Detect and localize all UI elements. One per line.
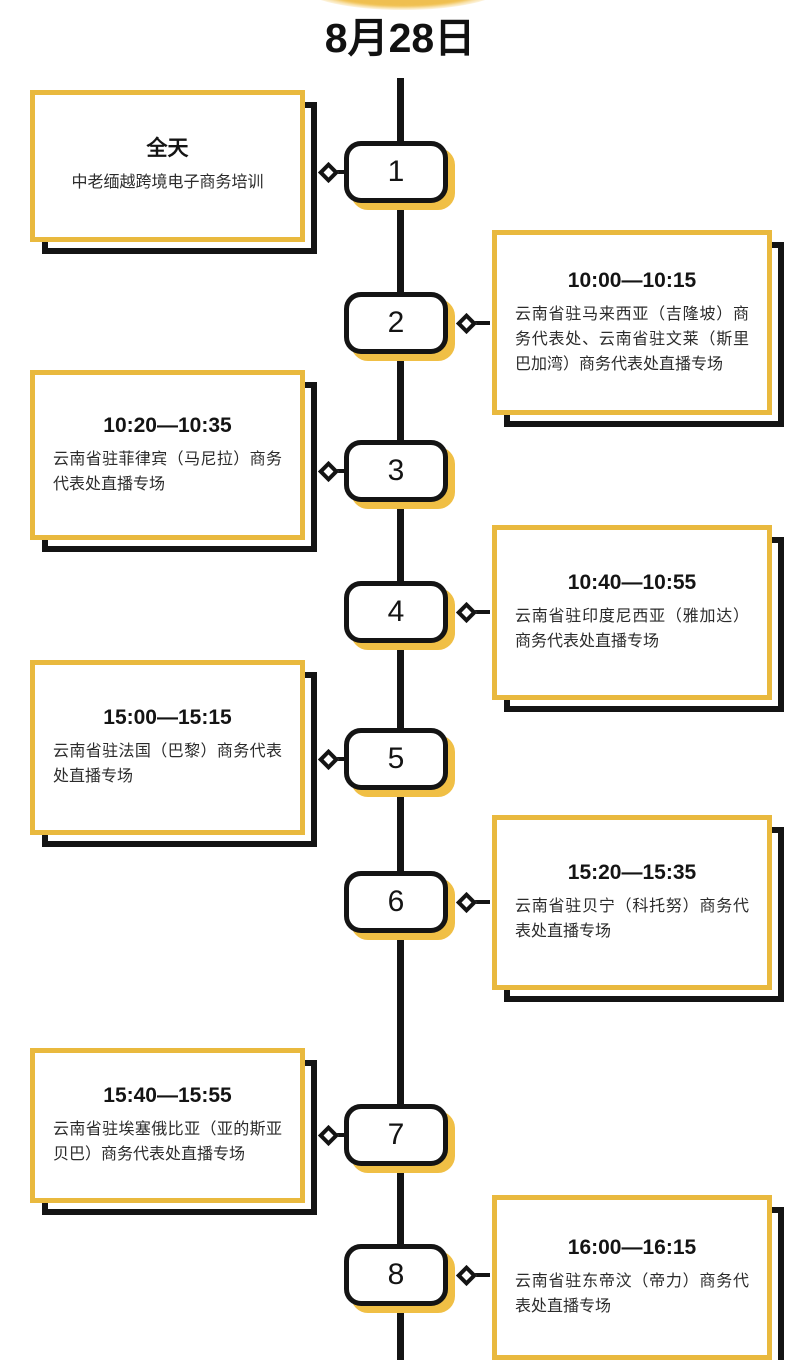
event-description: 云南省驻印度尼西亚（雅加达）商务代表处直播专场: [515, 608, 749, 651]
event-description: 云南省驻马来西亚（吉隆坡）商务代表处、云南省驻文莱（斯里巴加湾）商务代表处直播专…: [515, 305, 749, 373]
connector-stem: [336, 170, 347, 174]
timeline-node-7[interactable]: 7: [344, 1104, 455, 1173]
connector-stem: [336, 757, 347, 761]
connector-8: [455, 1264, 490, 1286]
timeline-node-6[interactable]: 6: [344, 871, 455, 940]
node-box: 8: [344, 1244, 448, 1306]
timeline-node-2[interactable]: 2: [344, 292, 455, 361]
event-card-8[interactable]: 16:00—16:15 云南省驻东帝汶（帝力）商务代表处直播专场: [492, 1195, 784, 1360]
node-number: 4: [387, 595, 405, 628]
node-number: 3: [387, 454, 405, 487]
diamond-icon: [317, 161, 340, 183]
timeline-node-8[interactable]: 8: [344, 1244, 455, 1313]
node-box: 2: [344, 292, 448, 354]
event-description: 云南省驻东帝汶（帝力）商务代表处直播专场: [515, 1273, 749, 1316]
node-box: 7: [344, 1104, 448, 1166]
timeline-node-3[interactable]: 3: [344, 440, 455, 509]
node-number: 8: [387, 1258, 405, 1291]
event-card-6[interactable]: 15:20—15:35 云南省驻贝宁（科托努）商务代表处直播专场: [492, 815, 784, 1002]
event-card-1[interactable]: 全天 中老缅越跨境电子商务培训: [30, 90, 317, 254]
event-card-5[interactable]: 15:00—15:15 云南省驻法国（巴黎）商务代表处直播专场: [30, 660, 317, 847]
connector-1: [317, 161, 347, 183]
event-time: 全天: [146, 136, 189, 160]
node-box: 5: [344, 728, 448, 790]
card-body: 全天 中老缅越跨境电子商务培训: [30, 90, 305, 242]
node-number: 1: [387, 155, 405, 188]
node-box: 6: [344, 871, 448, 933]
card-body: 15:00—15:15 云南省驻法国（巴黎）商务代表处直播专场: [30, 660, 305, 835]
diamond-icon: [317, 460, 340, 482]
diamond-icon: [317, 1124, 340, 1146]
card-body: 10:20—10:35 云南省驻菲律宾（马尼拉）商务代表处直播专场: [30, 370, 305, 540]
event-description: 中老缅越跨境电子商务培训: [71, 174, 264, 192]
connector-stem: [474, 321, 490, 325]
connector-3: [317, 460, 347, 482]
timeline-spine: [397, 78, 404, 1360]
event-time: 10:20—10:35: [103, 413, 232, 437]
event-description: 云南省驻贝宁（科托努）商务代表处直播专场: [515, 898, 749, 941]
timeline-node-1[interactable]: 1: [344, 141, 455, 210]
node-box: 3: [344, 440, 448, 502]
node-number: 7: [387, 1118, 405, 1151]
event-time: 10:40—10:55: [567, 571, 697, 595]
connector-stem: [474, 610, 490, 614]
diamond-icon: [455, 891, 478, 913]
event-card-7[interactable]: 15:40—15:55 云南省驻埃塞俄比亚（亚的斯亚贝巴）商务代表处直播专场: [30, 1048, 317, 1215]
connector-4: [455, 601, 490, 623]
card-body: 15:20—15:35 云南省驻贝宁（科托努）商务代表处直播专场: [492, 815, 772, 990]
diamond-icon: [455, 601, 478, 623]
diamond-icon: [455, 312, 478, 334]
top-arc-core-decoration: [320, 0, 486, 6]
event-time: 15:00—15:15: [103, 706, 232, 730]
event-time: 16:00—16:15: [567, 1236, 697, 1260]
connector-stem: [336, 1133, 347, 1137]
card-body: 10:40—10:55 云南省驻印度尼西亚（雅加达）商务代表处直播专场: [492, 525, 772, 700]
diamond-icon: [317, 748, 340, 770]
node-box: 4: [344, 581, 448, 643]
diamond-icon: [455, 1264, 478, 1286]
connector-stem: [474, 1273, 490, 1277]
page-title: 8月28日: [324, 15, 476, 61]
card-body: 15:40—15:55 云南省驻埃塞俄比亚（亚的斯亚贝巴）商务代表处直播专场: [30, 1048, 305, 1203]
event-time: 15:40—15:55: [103, 1084, 232, 1108]
event-description: 云南省驻埃塞俄比亚（亚的斯亚贝巴）商务代表处直播专场: [53, 1121, 282, 1164]
event-time: 10:00—10:15: [567, 268, 697, 292]
node-number: 6: [387, 885, 405, 918]
timeline-node-5[interactable]: 5: [344, 728, 455, 797]
event-card-4[interactable]: 10:40—10:55 云南省驻印度尼西亚（雅加达）商务代表处直播专场: [492, 525, 784, 712]
connector-2: [455, 312, 490, 334]
connector-5: [317, 748, 347, 770]
connector-stem: [474, 900, 490, 904]
connector-7: [317, 1124, 347, 1146]
connector-stem: [336, 469, 347, 473]
timeline-node-4[interactable]: 4: [344, 581, 455, 650]
connector-6: [455, 891, 490, 913]
node-number: 5: [387, 742, 405, 775]
node-number: 2: [387, 306, 405, 339]
node-box: 1: [344, 141, 448, 203]
card-body: 10:00—10:15 云南省驻马来西亚（吉隆坡）商务代表处、云南省驻文莱（斯里…: [492, 230, 772, 415]
event-card-2[interactable]: 10:00—10:15 云南省驻马来西亚（吉隆坡）商务代表处、云南省驻文莱（斯里…: [492, 230, 784, 427]
event-time: 15:20—15:35: [567, 861, 697, 885]
card-body: 16:00—16:15 云南省驻东帝汶（帝力）商务代表处直播专场: [492, 1195, 772, 1360]
event-description: 云南省驻菲律宾（马尼拉）商务代表处直播专场: [53, 450, 282, 493]
event-card-3[interactable]: 10:20—10:35 云南省驻菲律宾（马尼拉）商务代表处直播专场: [30, 370, 317, 552]
event-description: 云南省驻法国（巴黎）商务代表处直播专场: [53, 743, 282, 786]
